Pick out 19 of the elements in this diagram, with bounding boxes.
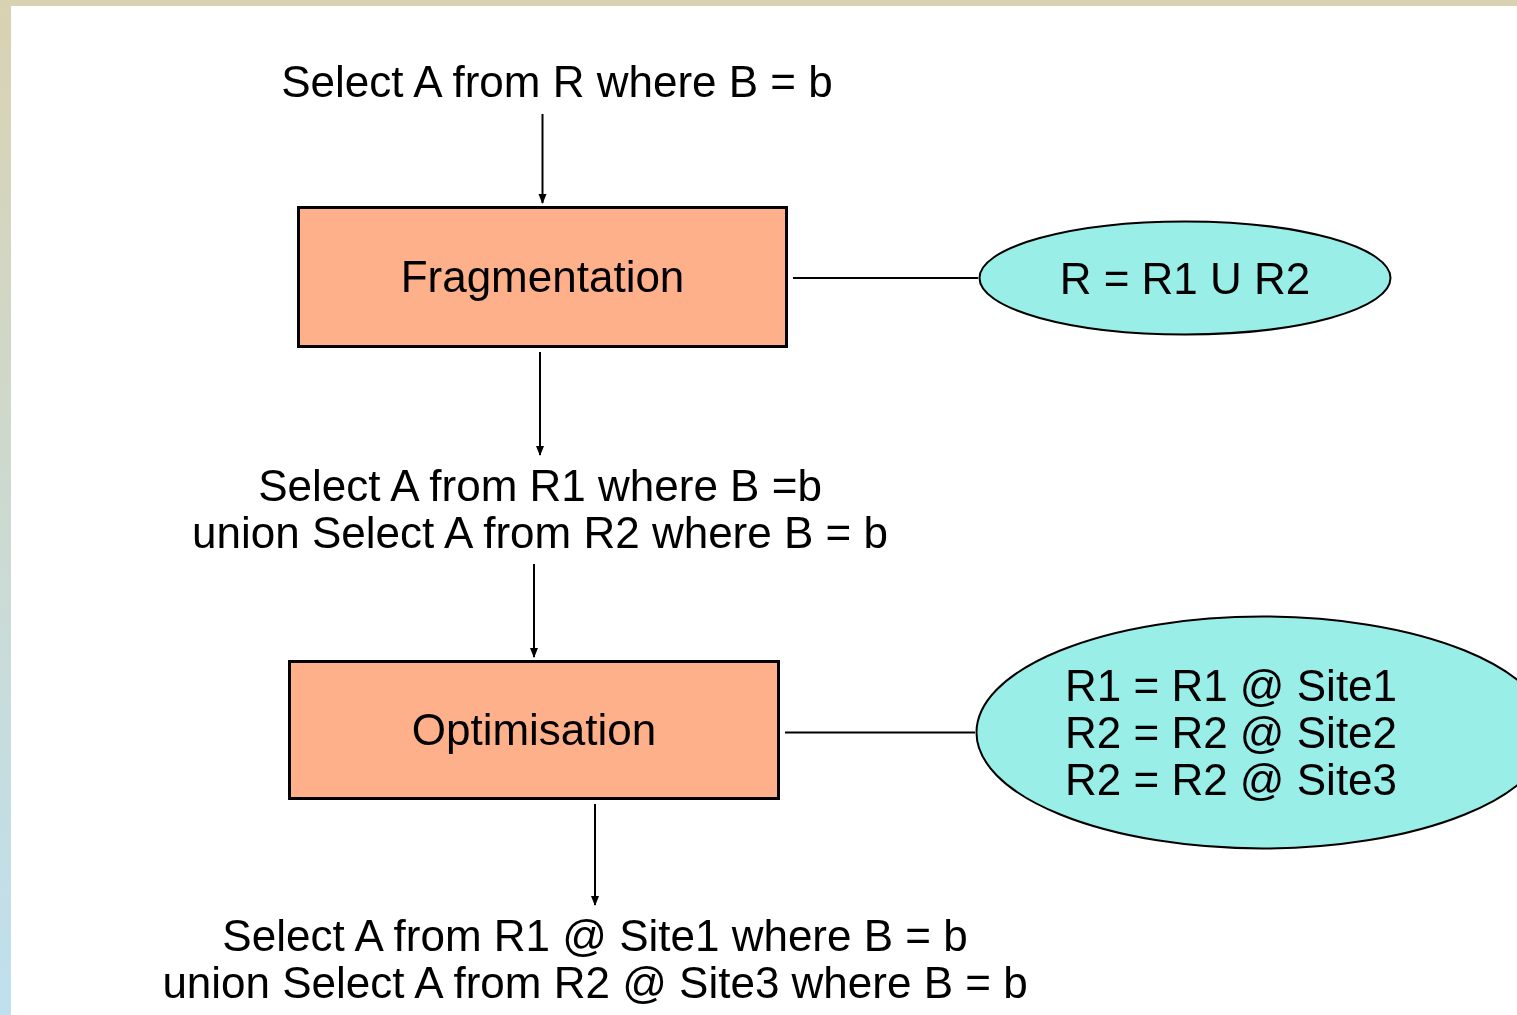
process-box [288, 660, 780, 800]
query-text: union Select A from R2 @ Site3 where B = b [162, 959, 1028, 1006]
ellipse-text: R = R1 U R2 [1059, 254, 1311, 302]
query-text: Select A from R1 @ Site1 where B = b [222, 912, 968, 959]
ellipse-text: R2 = R2 @ Site2 [1065, 709, 1398, 756]
process-box [297, 206, 788, 348]
connector-line [784, 731, 976, 734]
process-label: Fragmentation [400, 252, 685, 302]
query-text: Select A from R1 where B =b [258, 462, 822, 509]
connector-line [792, 277, 979, 279]
process-label: Optimisation [411, 705, 657, 755]
arrow [538, 113, 547, 204]
ellipse-text: R1 = R1 @ Site1 [1065, 662, 1398, 709]
arrow [530, 563, 538, 658]
query-text: Select A from R where B = b [281, 57, 833, 105]
ellipse-text: R2 = R2 @ Site3 [1065, 756, 1398, 803]
query-text: union Select A from R2 where B = b [192, 509, 888, 556]
arrow [591, 803, 599, 906]
arrow [536, 351, 544, 456]
